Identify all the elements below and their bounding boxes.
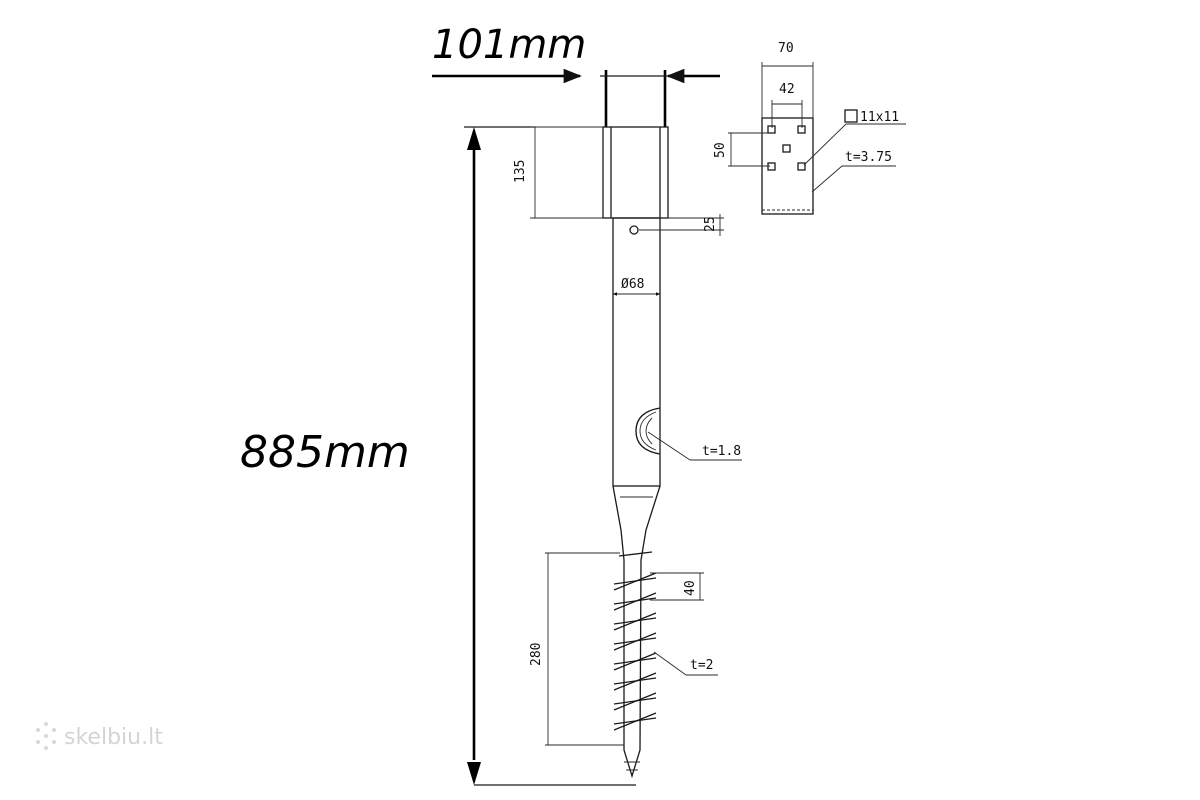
plate-thickness-label: t=3.75	[845, 150, 892, 165]
thread-pitch-label: 40	[683, 580, 698, 596]
hole-spacing-v-label: 50	[713, 142, 728, 158]
watermark-text: skelbiu.lt	[64, 725, 163, 750]
plate-width-label: 70	[778, 41, 794, 56]
hole-offset-label: 25	[703, 216, 718, 232]
tube-thickness-label: t=1.8	[702, 444, 741, 459]
top-width-label: 101mm	[432, 22, 586, 68]
screw-thread: 40 280 t=2	[529, 485, 718, 779]
watermark: skelbiu.lt	[36, 722, 163, 750]
bracket-head: 135	[513, 126, 669, 219]
bracket-height-label: 135	[513, 160, 528, 183]
hole-spacing-h-label: 42	[779, 82, 795, 97]
tube-diameter-label: Ø68	[621, 277, 644, 292]
top-width-dimension: 101mm	[432, 22, 720, 127]
total-length-label: 885mm	[240, 427, 410, 478]
thread-thickness-label: t=2	[690, 658, 713, 673]
hole-size-label: 11x11	[860, 110, 899, 125]
plate-detail: 70 42 50 11x11 t=3.75	[713, 41, 906, 215]
thread-length-label: 280	[529, 643, 544, 666]
tube: 25 Ø68 t=1.8	[612, 214, 742, 487]
total-length-dimension: 885mm	[240, 126, 636, 786]
